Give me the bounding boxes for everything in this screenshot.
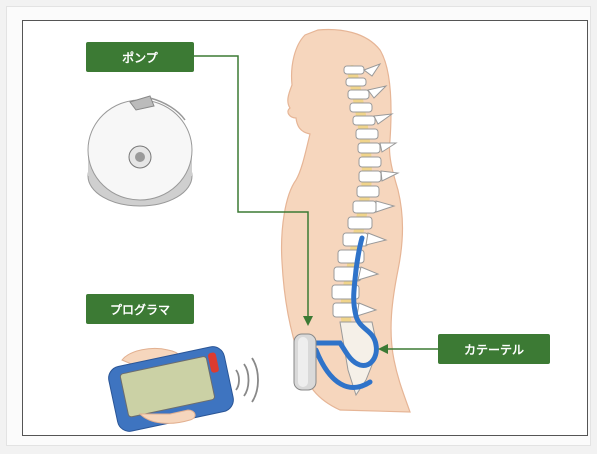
pump-label: ポンプ <box>86 42 194 72</box>
programmer-label: プログラマ <box>86 294 194 324</box>
signal-waves-icon <box>236 358 258 402</box>
programmer-device-illustration <box>106 344 235 433</box>
pump-device-illustration <box>88 96 192 206</box>
catheter-label: カテーテル <box>438 334 550 364</box>
